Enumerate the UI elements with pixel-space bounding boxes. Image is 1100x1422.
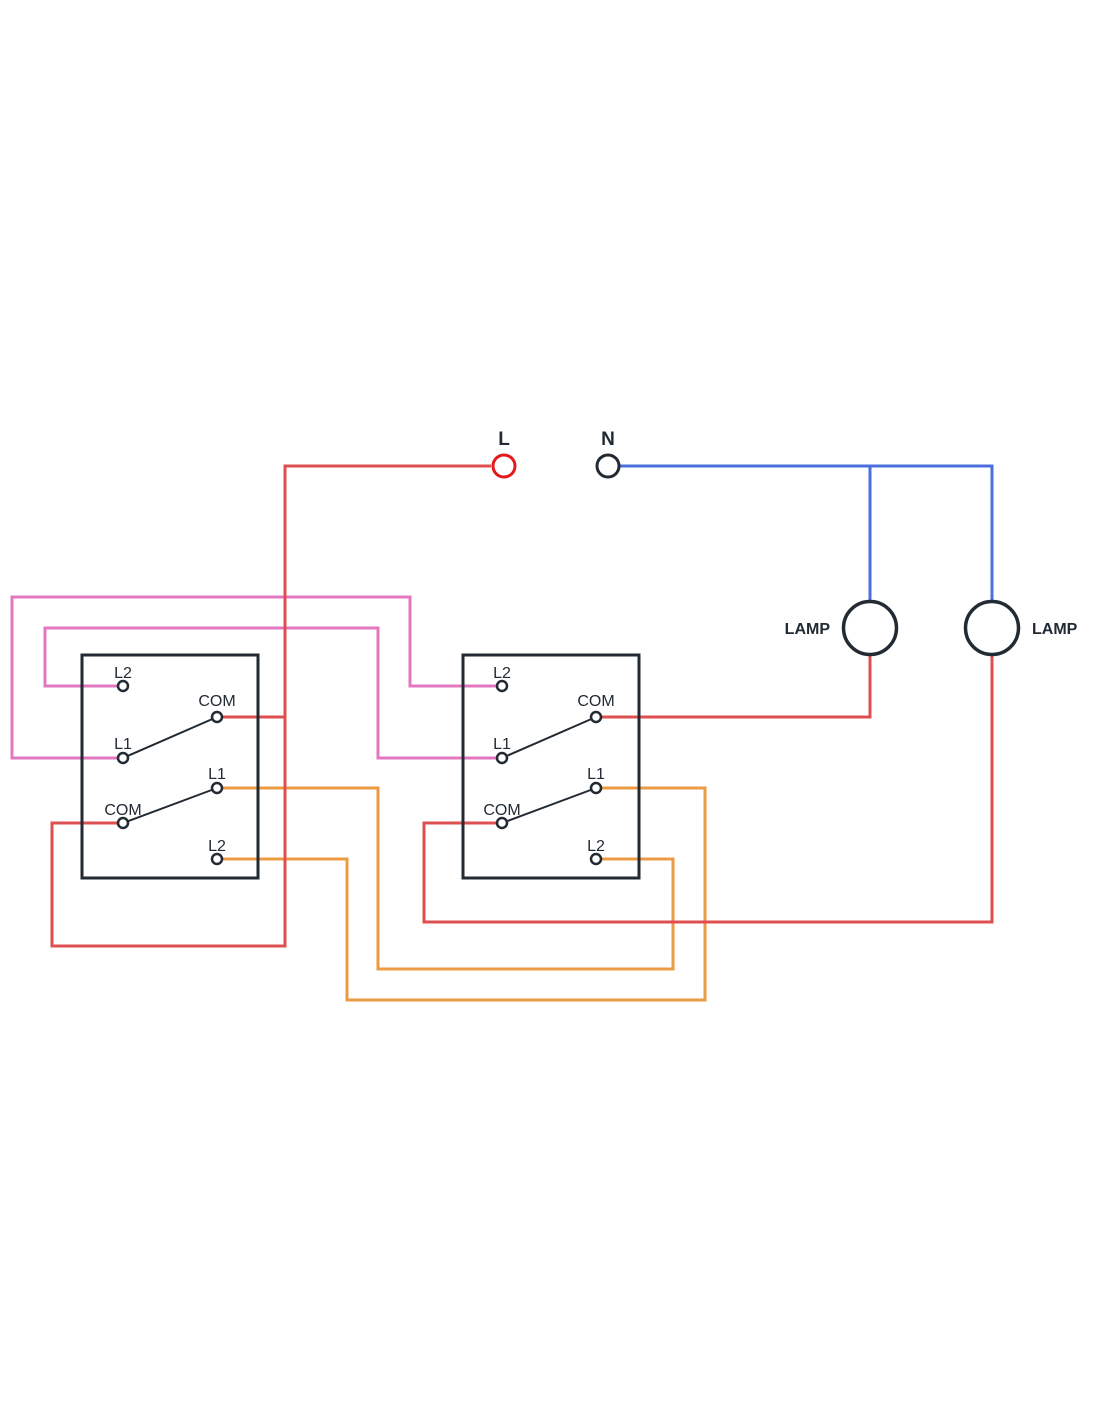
neutral-supply-label: N [601, 429, 615, 450]
switch-1-lower-l1-terminal-icon [210, 781, 224, 795]
switch-1-box [80, 653, 260, 880]
switch-1-upper-lever-icon [122, 716, 218, 759]
neutral-wire [620, 464, 994, 601]
neutral-supply-terminal-icon [595, 453, 621, 479]
live-supply-label: L [498, 429, 510, 450]
switch-2-lower-l2-label: L2 [587, 838, 605, 855]
switch-2-upper-lever-icon [501, 716, 597, 759]
switch-1-upper-l1-label: L1 [114, 736, 132, 753]
switch-1-lower-com-label: COM [104, 802, 141, 819]
pink-traveler-inner [43, 626, 502, 760]
switch-1-upper-com-terminal-icon [210, 710, 224, 724]
switch-2-lower-com-terminal-icon [495, 816, 509, 830]
switch-2-upper-l1-label: L1 [493, 736, 511, 753]
live-feed-wire [50, 464, 491, 948]
switch-2-lower-com-label: COM [483, 802, 520, 819]
switch-2-upper-com-label: COM [577, 693, 614, 710]
live-switch2-lamp2-wire [422, 655, 994, 924]
switch-2-upper-l2-label: L2 [493, 665, 511, 682]
lamp-1-label: LAMP [785, 621, 831, 638]
switch-1-upper-com-label: COM [198, 693, 235, 710]
switch-2-lower-lever-icon [501, 787, 597, 824]
orange-traveler-l2 [217, 786, 707, 1002]
switch-2-upper-com-terminal-icon [589, 710, 603, 724]
pink-traveler-outer [10, 595, 502, 760]
switch-1-upper-l1-terminal-icon [116, 751, 130, 765]
switch-1-lower-lever-icon [122, 787, 218, 824]
orange-traveler-l1 [217, 786, 675, 971]
switch-2-lower-l1-terminal-icon [589, 781, 603, 795]
switch-1-upper-l2-terminal-icon [116, 679, 130, 693]
lamp-2-label: LAMP [1032, 621, 1078, 638]
switch-2-box [461, 653, 641, 880]
live-switch2-lamp1-wire [596, 655, 872, 719]
live-supply-terminal-icon [491, 453, 517, 479]
switch-1-lower-com-terminal-icon [116, 816, 130, 830]
lamp-1-icon [841, 599, 899, 657]
switch-1-upper-l2-label: L2 [114, 665, 132, 682]
switch-1-lower-l2-label: L2 [208, 838, 226, 855]
switch-2-lower-l1-label: L1 [587, 766, 605, 783]
switch-2-lower-l2-terminal-icon [589, 852, 603, 866]
switch-2-upper-l1-terminal-icon [495, 751, 509, 765]
switch-2-upper-l2-terminal-icon [495, 679, 509, 693]
switch-1-lower-l2-terminal-icon [210, 852, 224, 866]
lamp-2-icon [963, 599, 1021, 657]
switch-1-lower-l1-label: L1 [208, 766, 226, 783]
